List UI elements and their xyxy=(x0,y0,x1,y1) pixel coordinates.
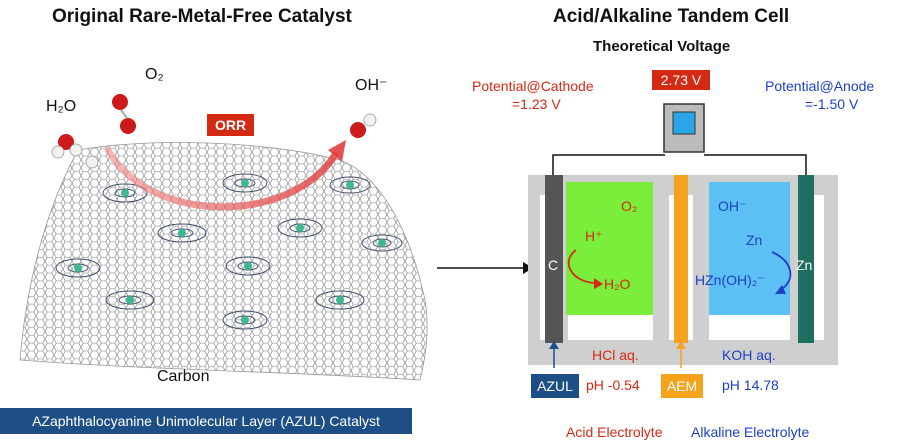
left-title: Original Rare-Metal-Free Catalyst xyxy=(52,6,352,27)
carbon-electrode xyxy=(545,175,563,343)
acid-o2-label: O₂ xyxy=(621,198,638,214)
cathode-potential-line2: =1.23 V xyxy=(512,96,561,112)
voltmeter-icon xyxy=(663,103,705,153)
azul-label-box: AZUL xyxy=(531,374,579,398)
o2-label: O₂ xyxy=(145,66,164,83)
h2o-molecule xyxy=(51,134,83,159)
caption-bar: AZaphthalocyanine Unimolecular Layer (AZ… xyxy=(0,408,412,434)
right-title: Acid/Alkaline Tandem Cell xyxy=(553,6,790,27)
alkaline-hzn-label: HZn(OH)₂⁻ xyxy=(695,272,765,288)
anode-potential-line2: =-1.50 V xyxy=(805,96,859,112)
electrode-c-label: C xyxy=(548,257,559,273)
electrode-zn-label: Zn xyxy=(796,257,813,273)
cathode-potential-line1: Potential@Cathode xyxy=(472,78,594,94)
voltage-subtitle: Theoretical Voltage xyxy=(593,38,731,55)
ph-alkaline-label: pH 14.78 xyxy=(722,377,779,393)
acid-electrolyte-label: Acid Electrolyte xyxy=(566,424,663,440)
tandem-cell-diagram xyxy=(528,103,838,368)
koh-label: KOH aq. xyxy=(722,347,776,363)
acid-reaction-arrow xyxy=(567,249,596,284)
aem-membrane xyxy=(674,175,688,343)
wire-right xyxy=(704,154,807,175)
anode-potential-line1: Potential@Anode xyxy=(765,78,875,94)
azul-molecules xyxy=(55,173,403,330)
carbon-label: Carbon xyxy=(157,368,210,385)
alkaline-reaction-arrow xyxy=(771,251,792,291)
oh-molecule xyxy=(350,113,377,138)
wire-left xyxy=(552,154,665,175)
acid-h2o-label: H₂O xyxy=(604,276,631,292)
voltage-box: 2.73 V xyxy=(652,70,710,90)
alkaline-electrolyte-label: Alkaline Electrolyte xyxy=(691,424,810,440)
oh-label: OH⁻ xyxy=(355,77,388,94)
orr-arrow xyxy=(104,146,339,211)
graphene-sheet xyxy=(19,142,428,381)
o2-molecule xyxy=(112,94,136,134)
hcl-label: HCl aq. xyxy=(592,347,639,363)
alkaline-zn-label: Zn xyxy=(746,232,763,248)
orr-label: ORR xyxy=(207,114,255,136)
ph-acid-label: pH -0.54 xyxy=(586,377,640,393)
aem-label-box: AEM xyxy=(661,374,703,398)
acid-h-label: H⁺ xyxy=(585,228,603,244)
catalyst-illustration xyxy=(19,94,428,381)
h2o-label: H₂O xyxy=(46,98,77,115)
zinc-electrode xyxy=(798,175,814,343)
alkaline-oh-label: OH⁻ xyxy=(718,198,747,214)
